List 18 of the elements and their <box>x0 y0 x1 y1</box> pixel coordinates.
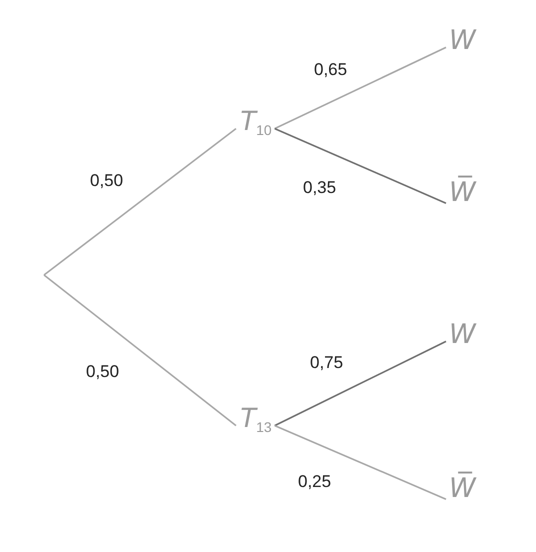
probability-label: 0,75 <box>310 354 344 373</box>
branch-line <box>44 128 236 276</box>
outcome-label: W̅ <box>446 474 479 504</box>
event-label: T$_{10}$ <box>236 106 275 138</box>
probability-label: 0,25 <box>298 473 332 492</box>
outcome-label: W <box>446 26 479 56</box>
probability-label: 0,50 <box>90 172 124 191</box>
probability-label: 0,65 <box>314 61 348 80</box>
probability-label: 0,50 <box>86 363 120 382</box>
probability-label: 0,35 <box>303 179 336 198</box>
branch-line <box>274 424 446 500</box>
branch-line <box>44 274 236 426</box>
outcome-label: W̅ <box>446 178 479 208</box>
branch-line <box>274 340 446 426</box>
outcome-label: W <box>446 320 479 350</box>
event-label: T$_{13}$ <box>236 403 275 436</box>
branch-line <box>274 46 446 130</box>
branch-line <box>274 128 446 204</box>
